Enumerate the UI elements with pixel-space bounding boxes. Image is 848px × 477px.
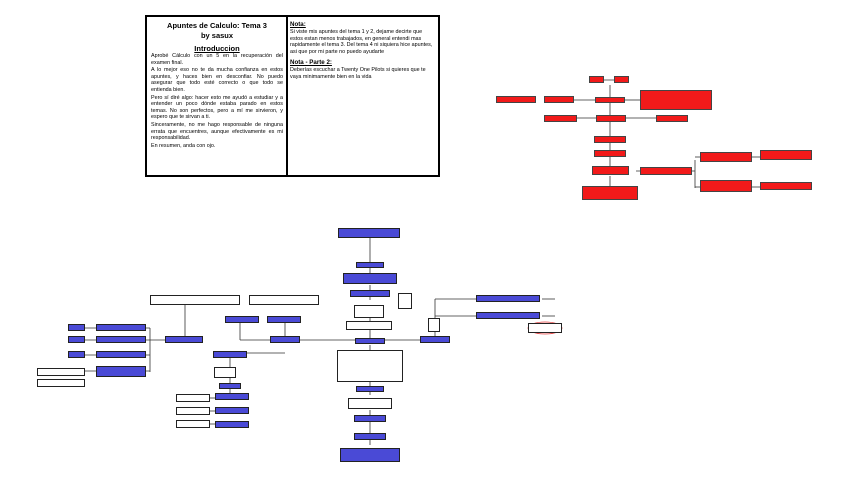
red-node	[640, 90, 712, 110]
formula-box	[150, 295, 240, 305]
blue-node	[420, 336, 450, 343]
notes-column: Nota: Si viste mis apuntes del tema 1 y …	[290, 21, 435, 85]
intro-paragraph: Sinceramente, no me hago responsable de …	[151, 121, 283, 142]
blue-node	[476, 312, 540, 319]
blue-node	[96, 351, 146, 358]
red-node	[592, 166, 629, 175]
intro-paragraph: Pero sí diré algo: hacer esto me ayudó a…	[151, 94, 283, 121]
formula-box	[176, 394, 210, 402]
page-title: Apuntes de Calculo: Tema 3	[167, 21, 267, 30]
red-node	[614, 76, 629, 83]
blue-node	[356, 262, 384, 268]
blue-node	[354, 433, 386, 440]
formula-box	[398, 293, 412, 309]
blue-node	[356, 386, 384, 392]
red-node	[700, 180, 752, 192]
red-node	[544, 96, 574, 103]
blue-node	[225, 316, 259, 323]
formula-box	[346, 321, 392, 330]
blue-node	[270, 336, 300, 343]
blue-node	[215, 407, 249, 414]
note2-text: Deberías escuchar a Twenty One Pilots si…	[290, 67, 426, 80]
notes-panel: Apuntes de Calculo: Tema 3 by sasux Intr…	[145, 15, 440, 177]
red-node	[595, 97, 625, 103]
red-node	[594, 150, 626, 157]
formula-box	[176, 407, 210, 415]
red-node	[596, 115, 626, 122]
blue-node	[68, 351, 85, 358]
blue-node	[267, 316, 301, 323]
intro-column: Apuntes de Calculo: Tema 3 by sasux Intr…	[151, 21, 283, 150]
blue-node	[68, 336, 85, 343]
red-node	[589, 76, 604, 83]
note-text: Si viste mis apuntes del tema 1 y 2, dej…	[290, 29, 433, 55]
intro-heading: Introduccion	[194, 44, 240, 53]
red-node	[700, 152, 752, 162]
red-node	[760, 182, 812, 190]
formula-box	[249, 295, 319, 305]
blue-node	[215, 393, 249, 400]
formula-box	[348, 398, 392, 409]
formula-box	[214, 367, 236, 378]
intro-paragraph: A lo mejor eso no te da mucha confianza …	[151, 67, 283, 93]
blue-node	[213, 351, 247, 358]
formula-box	[37, 368, 85, 376]
formula-box	[354, 305, 384, 318]
red-node	[640, 167, 692, 175]
red-node	[656, 115, 688, 122]
note2-heading: Nota - Parte 2:	[290, 59, 332, 67]
formula-box	[428, 318, 440, 332]
intro-text: Aprobé Cálculo con un 5 en la recuperaci…	[151, 53, 283, 149]
intro-paragraph: Aprobé Cálculo con un 5 en la recuperaci…	[151, 53, 283, 66]
blue-node	[96, 366, 146, 377]
blue-node	[165, 336, 203, 343]
blue-node	[96, 336, 146, 343]
blue-node	[350, 290, 390, 297]
blue-node	[354, 415, 386, 422]
blue-node	[338, 228, 400, 238]
intro-paragraph: En resumen, anda con ojo.	[151, 142, 216, 149]
blue-node	[476, 295, 540, 302]
blue-node	[219, 383, 241, 389]
blue-node	[68, 324, 85, 331]
red-node	[496, 96, 536, 103]
note-heading: Nota:	[290, 21, 306, 28]
blue-node	[343, 273, 397, 284]
blue-node	[96, 324, 146, 331]
blue-node	[215, 421, 249, 428]
author-byline: by sasux	[200, 31, 234, 40]
blue-node	[355, 338, 385, 344]
red-node	[760, 150, 812, 160]
red-node	[594, 136, 626, 143]
formula-box	[528, 323, 562, 333]
red-node	[582, 186, 638, 200]
formula-table	[337, 350, 403, 382]
blue-node	[340, 448, 400, 462]
formula-box	[176, 420, 210, 428]
red-node	[544, 115, 577, 122]
column-divider	[286, 17, 288, 175]
formula-box	[37, 379, 85, 387]
